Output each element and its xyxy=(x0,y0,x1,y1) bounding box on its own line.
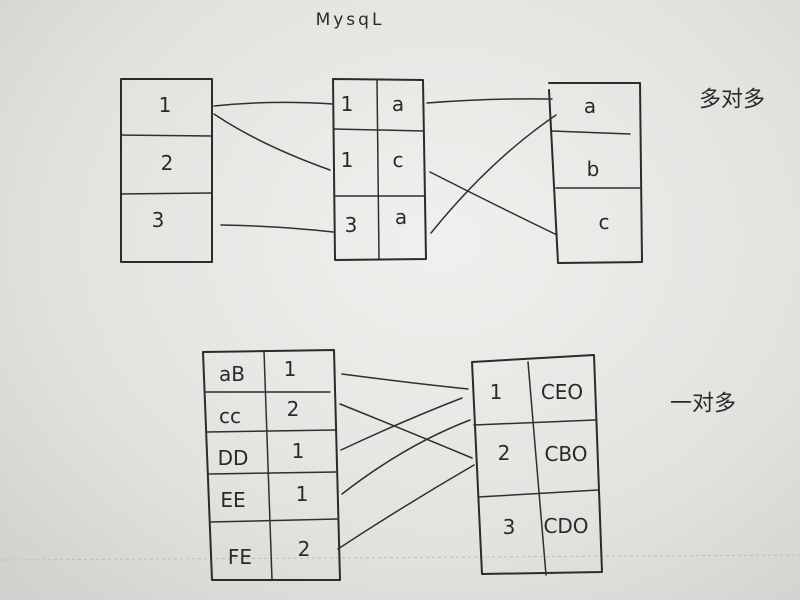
parent-cell-0-0: 1 xyxy=(490,380,503,404)
one-to-many-connectors xyxy=(337,373,475,550)
diagram-title: MysqL xyxy=(316,10,385,30)
left-cell-2: 2 xyxy=(161,151,174,175)
left-cell-3: 3 xyxy=(152,208,165,232)
child-cell-3-0: EE xyxy=(220,488,245,512)
parent-cell-1-0: 2 xyxy=(498,441,511,465)
junction-cell-0-0: 1 xyxy=(341,92,354,116)
right-cell-a: a xyxy=(584,94,596,118)
parent-cell-1-1: CBO xyxy=(544,442,587,466)
left-table xyxy=(120,78,213,263)
left-cell-1: 1 xyxy=(159,93,172,117)
right-table xyxy=(548,82,643,264)
one-to-many-label: 一对多 xyxy=(670,392,736,417)
parent-table xyxy=(471,354,603,576)
child-cell-3-1: 1 xyxy=(296,482,309,506)
junction-table xyxy=(332,78,427,261)
parent-cell-0-1: CEO xyxy=(541,380,583,404)
junction-cell-1-0: 1 xyxy=(341,148,354,172)
child-cell-0-0: aB xyxy=(219,362,245,386)
right-cell-b: b xyxy=(587,157,600,181)
child-cell-2-1: 1 xyxy=(292,439,305,463)
junction-cell-0-1: a xyxy=(392,92,404,116)
child-cell-1-0: cc xyxy=(219,404,241,428)
child-cell-4-0: FE xyxy=(228,545,252,569)
child-cell-4-1: 2 xyxy=(298,537,311,561)
many-to-many-label: 多对多 xyxy=(699,88,765,113)
paper-fold xyxy=(0,554,800,561)
child-cell-1-1: 2 xyxy=(287,397,300,421)
junction-cell-1-1: c xyxy=(393,148,404,172)
child-cell-2-0: DD xyxy=(218,446,249,470)
child-table xyxy=(202,349,341,581)
many-to-many-connectors xyxy=(213,98,558,236)
junction-cell-2-0: 3 xyxy=(345,213,358,237)
junction-cell-2-1: a xyxy=(395,205,407,229)
child-cell-0-1: 1 xyxy=(284,357,297,381)
parent-cell-2-0: 3 xyxy=(503,515,516,539)
parent-cell-2-1: CDO xyxy=(543,514,588,538)
right-cell-c: c xyxy=(599,210,610,234)
